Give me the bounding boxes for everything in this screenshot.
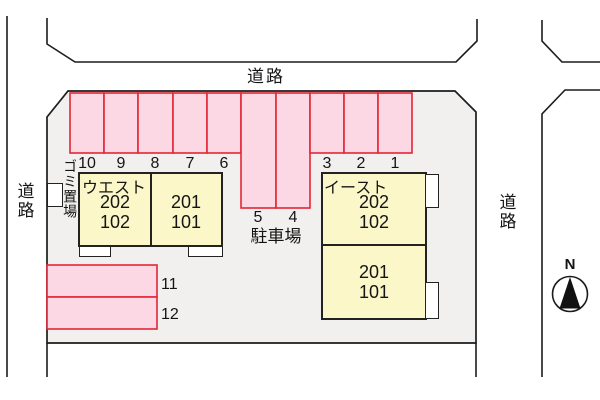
road-label-top: 道路 [247, 67, 285, 86]
parking-label-5: 5 [253, 209, 263, 226]
parking-space-5 [240, 92, 277, 209]
parking-label-4: 4 [288, 209, 298, 226]
parking-label-10: 10 [78, 155, 96, 172]
northeast-block-corner-line [541, 20, 600, 63]
unit-number: 202 [99, 192, 131, 212]
unit-number: 201 [358, 262, 390, 282]
building-west-entrance-right [188, 246, 223, 257]
parking-label-12: 12 [161, 306, 179, 323]
building-west-unit-left-numbers: 202 102 [84, 192, 146, 232]
parking-space-11 [46, 264, 158, 298]
parking-label-3: 3 [322, 155, 332, 172]
building-east-unit-top-numbers: 202 102 [342, 192, 406, 232]
road-label-left: 道路 [14, 182, 34, 220]
compass-north-arrow-icon [559, 277, 581, 309]
building-east-entrance-top [425, 174, 439, 208]
parking-space-6 [206, 92, 242, 154]
building-east-unit-bottom-numbers: 201 101 [342, 262, 406, 302]
parking-space-2 [343, 92, 379, 154]
unit-number: 101 [358, 282, 390, 302]
building-west-unit-divider [150, 174, 152, 245]
building-east-unit-divider [323, 244, 425, 246]
building-west-name: ウエスト [82, 180, 147, 197]
parking-label-11: 11 [161, 276, 178, 293]
parking-space-9 [103, 92, 139, 154]
parking-label-8: 8 [150, 155, 160, 172]
garbage-area-label: ゴミ置場 [62, 159, 79, 219]
parking-space-10 [69, 92, 105, 154]
parking-space-7 [172, 92, 208, 154]
building-west-entrance-left [79, 246, 111, 257]
building-west [78, 172, 223, 247]
unit-number: 101 [170, 212, 202, 232]
parking-space-12 [46, 296, 158, 330]
parking-space-4 [275, 92, 311, 209]
parking-space-8 [137, 92, 174, 154]
unit-number: 201 [170, 192, 202, 212]
parking-label-9: 9 [116, 155, 126, 172]
building-east-name: イースト [324, 180, 388, 197]
parking-area-label: 駐車場 [250, 227, 302, 246]
parking-label-7: 7 [185, 155, 195, 172]
road-label-right: 道路 [496, 193, 516, 231]
parking-label-6: 6 [219, 155, 229, 172]
garbage-area-box [47, 183, 63, 207]
parking-space-1 [377, 92, 413, 154]
unit-number: 102 [358, 212, 390, 232]
top-road-upper-edge-line [46, 18, 478, 63]
building-west-unit-right-numbers: 201 101 [155, 192, 217, 232]
parking-label-2: 2 [356, 155, 366, 172]
southeast-block-corner-line [541, 89, 600, 377]
unit-number: 102 [99, 212, 131, 232]
compass-north-label: N [564, 256, 576, 273]
building-east-entrance-bottom [425, 282, 439, 319]
building-east [321, 172, 427, 320]
parking-label-1: 1 [390, 155, 400, 172]
parking-space-3 [309, 92, 345, 154]
unit-number: 202 [358, 192, 390, 212]
